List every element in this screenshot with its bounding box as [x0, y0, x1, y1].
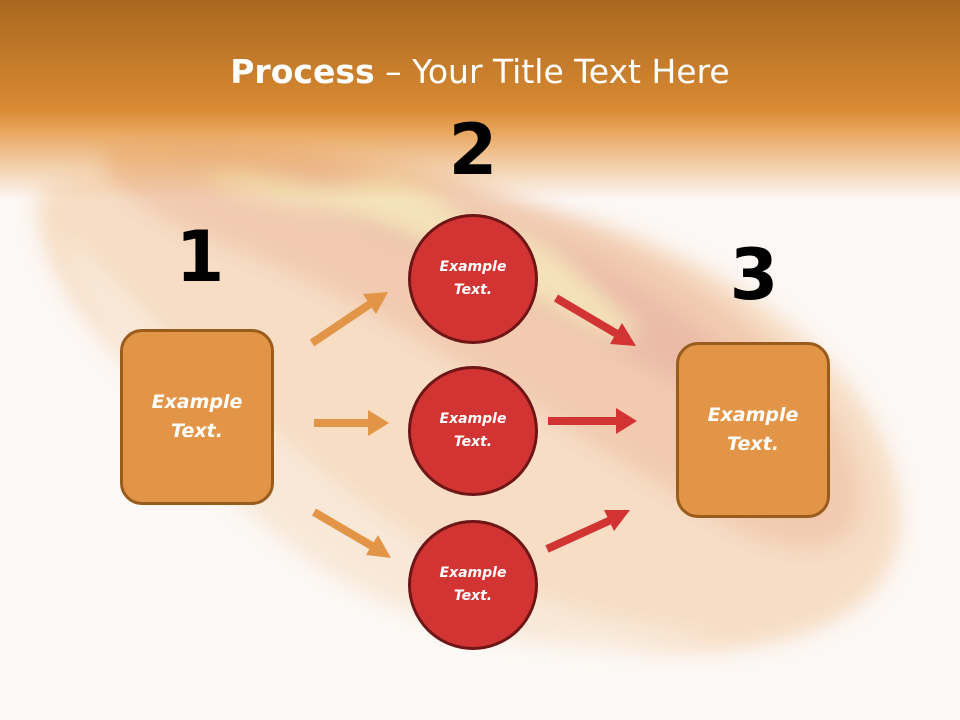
arrow-middle-to-right: [548, 408, 637, 434]
arrow-left-to-bottom: [311, 508, 391, 558]
bottom-circle-line1: Example: [439, 565, 507, 581]
right-box-line1: Example: [707, 404, 799, 426]
step-number-1: 1: [175, 216, 225, 298]
step-number-2: 2: [448, 109, 498, 191]
arrow-top-to-right: [553, 294, 636, 346]
right-box-line2: Text.: [727, 433, 779, 455]
left-process-box: Example Text.: [120, 329, 274, 505]
middle-circle-line1: Example: [439, 411, 507, 427]
middle-circle-line2: Text.: [453, 434, 493, 450]
left-box-line2: Text.: [171, 420, 223, 442]
arrow-left-to-middle: [314, 410, 389, 436]
arrow-left-to-top: [309, 292, 388, 347]
bottom-circle-line2: Text.: [453, 588, 493, 604]
title-bold-part: Process: [230, 52, 375, 91]
right-process-box: Example Text.: [676, 342, 830, 518]
top-circle-line1: Example: [439, 259, 507, 275]
top-circle-line2: Text.: [453, 282, 493, 298]
title-banner: [0, 0, 960, 200]
left-box-line1: Example: [151, 391, 243, 413]
bottom-step-circle: Example Text.: [408, 520, 538, 650]
slide-title: Process – Your Title Text Here: [0, 52, 960, 91]
top-step-circle: Example Text.: [408, 214, 538, 344]
middle-step-circle: Example Text.: [408, 366, 538, 496]
step-number-3: 3: [729, 234, 779, 316]
title-regular-part: – Your Title Text Here: [374, 52, 730, 91]
arrow-bottom-to-right: [545, 510, 630, 553]
